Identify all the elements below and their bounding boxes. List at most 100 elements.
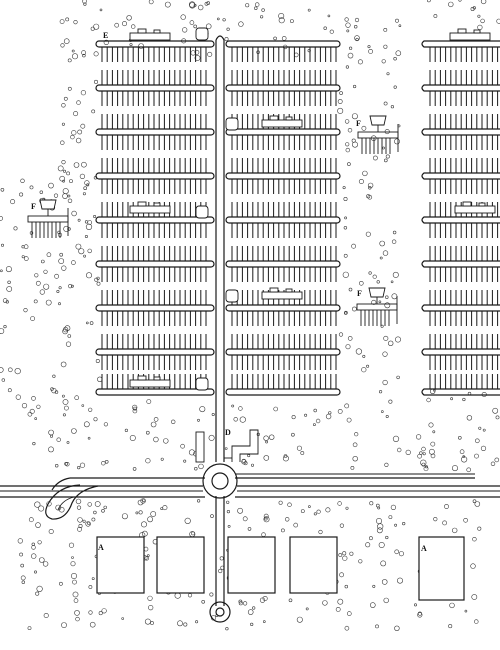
tree-mark	[85, 521, 91, 527]
tree-mark	[32, 442, 36, 446]
tree-mark	[62, 193, 68, 199]
tree-mark	[82, 53, 86, 58]
tree-mark	[129, 43, 133, 47]
tree-mark	[344, 17, 349, 22]
tree-mark	[283, 454, 288, 458]
service-building-annex	[285, 116, 293, 121]
tree-mark	[138, 43, 144, 49]
tree-mark	[494, 457, 500, 463]
tree-mark	[345, 22, 351, 28]
f-facilities	[27, 115, 399, 326]
tree-mark	[39, 190, 43, 194]
label-f-right-upper: F	[356, 119, 361, 128]
tree-mark	[88, 585, 93, 589]
service-building-body	[129, 32, 171, 41]
loop-road	[95, 388, 215, 396]
tree-mark	[474, 438, 480, 444]
d-complex	[195, 429, 259, 463]
tree-mark	[433, 516, 438, 522]
tree-mark	[261, 8, 265, 12]
central-spine-road	[215, 35, 225, 606]
tree-mark	[61, 622, 67, 628]
tree-mark	[474, 501, 481, 507]
tree-mark	[382, 379, 388, 386]
tree-mark	[129, 434, 136, 441]
loop-road	[421, 128, 500, 136]
service-building-annex	[478, 202, 486, 207]
building-2	[156, 536, 205, 594]
tree-mark	[385, 414, 389, 418]
tree-mark	[43, 269, 48, 274]
loop-road	[421, 172, 500, 180]
tree-mark	[424, 465, 428, 469]
service-building-7	[454, 201, 496, 214]
tree-mark	[383, 158, 388, 163]
tree-mark	[74, 610, 80, 616]
tree-mark	[259, 597, 266, 603]
tree-mark	[365, 542, 371, 548]
tree-mark	[77, 466, 81, 470]
tree-mark	[180, 443, 185, 449]
tree-mark	[231, 404, 235, 408]
tree-mark	[153, 436, 159, 443]
tree-mark	[238, 21, 244, 27]
tree-mark	[442, 520, 447, 526]
tree-mark	[413, 603, 417, 607]
tree-mark	[247, 454, 251, 458]
tree-mark	[84, 235, 88, 239]
tree-mark	[59, 19, 65, 24]
loop-road	[95, 128, 215, 136]
tree-mark	[34, 273, 39, 278]
tree-mark	[372, 155, 378, 161]
tree-mark	[449, 602, 455, 609]
tree-mark	[304, 413, 308, 417]
label-a-right: A	[421, 544, 427, 553]
tree-mark	[56, 437, 61, 442]
building-3	[227, 536, 276, 594]
tree-mark	[480, 445, 487, 452]
tree-mark	[346, 29, 350, 33]
parking-loop-left-top	[95, 40, 215, 62]
tree-mark	[65, 462, 70, 467]
tree-mark	[49, 434, 53, 438]
tree-mark	[380, 410, 384, 413]
tree-mark	[58, 286, 62, 290]
tree-mark	[451, 465, 458, 472]
tree-mark	[385, 295, 389, 299]
tree-mark	[72, 579, 77, 585]
tree-mark	[71, 284, 74, 288]
tree-mark	[385, 535, 389, 540]
tree-mark	[101, 461, 106, 466]
tree-mark	[62, 399, 69, 405]
tree-mark	[85, 223, 93, 230]
tree-mark	[381, 579, 388, 585]
parking-loop-far-right-9	[421, 374, 500, 396]
tree-mark	[265, 440, 269, 444]
tree-mark	[296, 616, 303, 623]
tree-mark	[198, 4, 204, 11]
tree-mark	[390, 105, 395, 109]
tree-mark	[36, 585, 43, 593]
building-a-left	[96, 536, 145, 594]
tree-mark	[35, 280, 41, 286]
tree-mark	[211, 412, 215, 416]
tree-mark	[95, 358, 100, 363]
tree-mark	[402, 521, 406, 526]
tree-mark	[43, 612, 49, 618]
tree-mark	[347, 128, 353, 133]
tree-mark	[71, 572, 78, 579]
tree-mark	[394, 138, 400, 145]
parking-loop-right-4	[225, 202, 341, 238]
parking-loop-right-2	[225, 114, 341, 150]
tree-mark	[194, 467, 198, 471]
tree-mark	[345, 506, 349, 510]
tree-mark	[60, 43, 65, 48]
tree-mark	[5, 300, 9, 304]
service-building-body	[261, 119, 303, 128]
tree-mark	[194, 49, 200, 55]
tree-mark	[384, 302, 391, 309]
tree-mark	[177, 620, 183, 627]
tree-mark	[388, 515, 393, 520]
tree-mark	[343, 253, 348, 258]
tree-mark	[365, 231, 371, 237]
